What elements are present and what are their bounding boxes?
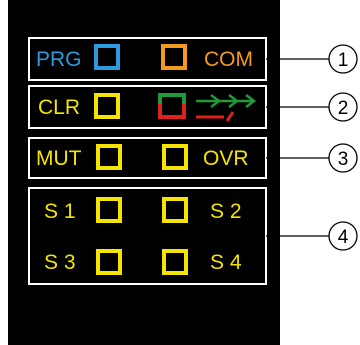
red-line-break: [225, 111, 235, 122]
callout-4: 4: [266, 221, 358, 251]
green-arrowhead-2: [228, 94, 240, 108]
callout-circle-4: [328, 221, 358, 251]
callout-number-2: 2: [338, 98, 349, 119]
s2-button[interactable]: [162, 197, 188, 223]
s1-button[interactable]: [96, 197, 122, 223]
prg-label: PRG: [36, 48, 82, 71]
ovr-label: OVR: [203, 147, 249, 170]
com-label: COM: [204, 48, 253, 71]
status-square-red-half: [158, 104, 186, 119]
callout-1: 1: [266, 44, 358, 74]
s3-label: S 3: [44, 251, 76, 274]
callout-number-1: 1: [338, 50, 349, 71]
clr-label: CLR: [38, 96, 80, 119]
green-arrowhead-1: [210, 94, 222, 108]
mut-button[interactable]: [96, 144, 122, 170]
clr-button[interactable]: [94, 93, 120, 119]
callout-circle-2: [328, 92, 358, 122]
button-group-2: CLR: [28, 85, 267, 129]
ovr-button[interactable]: [162, 144, 188, 170]
s1-label: S 1: [44, 200, 76, 223]
callout-circle-3: [328, 143, 358, 173]
com-button[interactable]: [161, 44, 187, 70]
device-panel: [8, 0, 280, 345]
green-arrowhead-3: [245, 94, 257, 108]
callout-3: 3: [266, 143, 358, 173]
callout-number-4: 4: [338, 227, 349, 248]
s4-button[interactable]: [162, 249, 188, 275]
s4-label: S 4: [210, 251, 242, 274]
s3-button[interactable]: [96, 249, 122, 275]
status-indicator-icon: [158, 93, 257, 122]
callout-circle-1: [328, 44, 358, 74]
mut-label: MUT: [36, 147, 82, 170]
s2-label: S 2: [210, 200, 242, 223]
callout-2: 2: [266, 92, 358, 122]
prg-button[interactable]: [94, 44, 120, 70]
callout-number-3: 3: [338, 149, 349, 170]
status-square-green-half: [158, 93, 186, 104]
button-group-1: PRG COM: [28, 37, 267, 81]
